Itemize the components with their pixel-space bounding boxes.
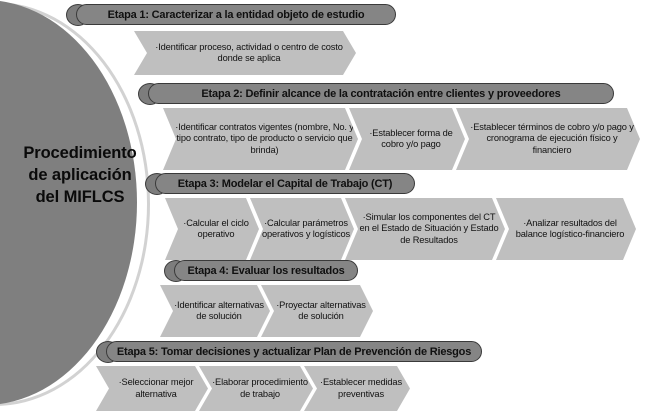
step-chevron[interactable]: ·Identificar alternativas de solución <box>160 285 270 337</box>
stage-steps-3: ·Calcular el ciclo operativo ·Calcular p… <box>165 198 636 260</box>
step-chevron[interactable]: ·Proyectar alternativas de solución <box>261 285 373 337</box>
step-chevron[interactable]: ·Analizar resultados del balance logísti… <box>496 198 636 260</box>
step-chevron[interactable]: ·Identificar contratos vigentes (nombre,… <box>163 108 358 170</box>
diagram-title-line-1: Procedimiento <box>23 144 137 162</box>
step-text: ·Identificar alternativas de solución <box>174 299 264 321</box>
step-chevron[interactable]: ·Establecer forma de cobro y/o pago <box>349 108 465 170</box>
step-text: ·Identificar contratos vigentes (nombre,… <box>175 122 354 155</box>
step-text: ·Calcular parámetros operativos y logíst… <box>262 217 351 239</box>
diagram-title-line-3: del MIFLCS <box>35 187 125 206</box>
step-chevron[interactable]: ·Elaborar procedimiento de trabajo <box>199 366 313 411</box>
stage-banner-3[interactable]: Etapa 3: Modelar el Capital de Trabajo (… <box>155 173 415 194</box>
step-text: ·Analizar resultados del balance logísti… <box>515 217 625 239</box>
step-chevron[interactable]: ·Calcular el ciclo operativo <box>165 198 259 260</box>
stage-banner-4[interactable]: Etapa 4: Evaluar los resultados <box>174 260 358 281</box>
step-chevron[interactable]: ·Simular los componentes del CT en el Es… <box>345 198 505 260</box>
stage-steps-4: ·Identificar alternativas de solución ·P… <box>160 285 373 337</box>
step-chevron[interactable]: ·Identificar proceso, actividad o centro… <box>134 31 356 75</box>
step-text: ·Establecer términos de cobro y/o pago y… <box>470 122 634 155</box>
stage-banner-2[interactable]: Etapa 2: Definir alcance de la contratac… <box>148 83 614 104</box>
step-text: ·Establecer forma de cobro y/o pago <box>369 127 453 149</box>
step-text: ·Establecer medidas preventivas <box>320 377 402 399</box>
stage-banner-5[interactable]: Etapa 5: Tomar decisiones y actualizar P… <box>106 341 482 362</box>
diagram-title: Procedimiento de aplicación del MIFLCS <box>0 143 160 209</box>
diagram-title-line-2: de aplicación <box>28 165 132 184</box>
step-chevron[interactable]: ·Calcular parámetros operativos y logíst… <box>250 198 354 260</box>
step-text: ·Proyectar alternativas de solución <box>276 299 366 321</box>
step-chevron[interactable]: ·Establecer medidas preventivas <box>304 366 410 411</box>
step-chevron[interactable]: ·Establecer términos de cobro y/o pago y… <box>456 108 640 170</box>
step-text: ·Identificar proceso, actividad o centro… <box>155 41 343 63</box>
step-text: ·Elaborar procedimiento de trabajo <box>212 377 308 399</box>
step-chevron[interactable]: ·Seleccionar mejor alternativa <box>96 366 208 411</box>
main-ellipse: Procedimiento de aplicación del MIFLCS <box>0 0 250 411</box>
step-text: ·Seleccionar mejor alternativa <box>118 377 194 399</box>
stage-steps-1: ·Identificar proceso, actividad o centro… <box>134 31 356 75</box>
step-text: ·Simular los componentes del CT en el Es… <box>359 212 499 245</box>
stage-steps-5: ·Seleccionar mejor alternativa ·Elaborar… <box>96 366 410 411</box>
step-text: ·Calcular el ciclo operativo <box>183 217 249 239</box>
stage-steps-2: ·Identificar contratos vigentes (nombre,… <box>163 108 640 170</box>
stage-banner-1[interactable]: Etapa 1: Caracterizar a la entidad objet… <box>76 4 396 25</box>
